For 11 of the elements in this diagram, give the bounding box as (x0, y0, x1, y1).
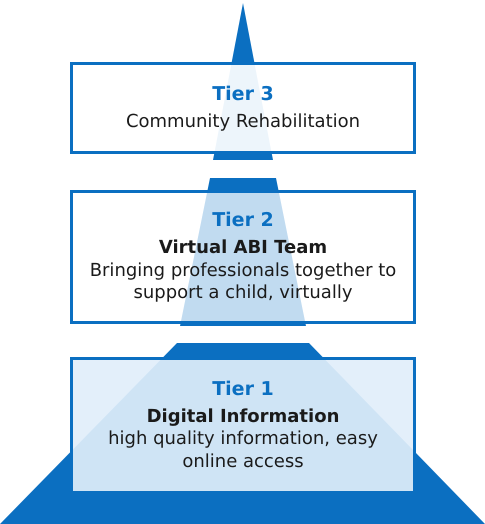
tier-title: Digital Information (146, 406, 340, 428)
tier-description: Community Rehabilitation (126, 110, 360, 134)
tier-description: high quality information, easy online access (107, 428, 379, 474)
tier-box (70, 62, 416, 154)
tier-description: Bringing professionals together to support a child, virtually (88, 260, 398, 305)
tier-title: Virtual ABI Team (158, 237, 328, 260)
tier-box (70, 357, 416, 494)
tier-box (70, 190, 416, 324)
tier-heading: Tier 3 (212, 82, 274, 107)
tier-heading: Tier 1 (212, 378, 274, 402)
tier-heading: Tier 2 (212, 209, 274, 234)
